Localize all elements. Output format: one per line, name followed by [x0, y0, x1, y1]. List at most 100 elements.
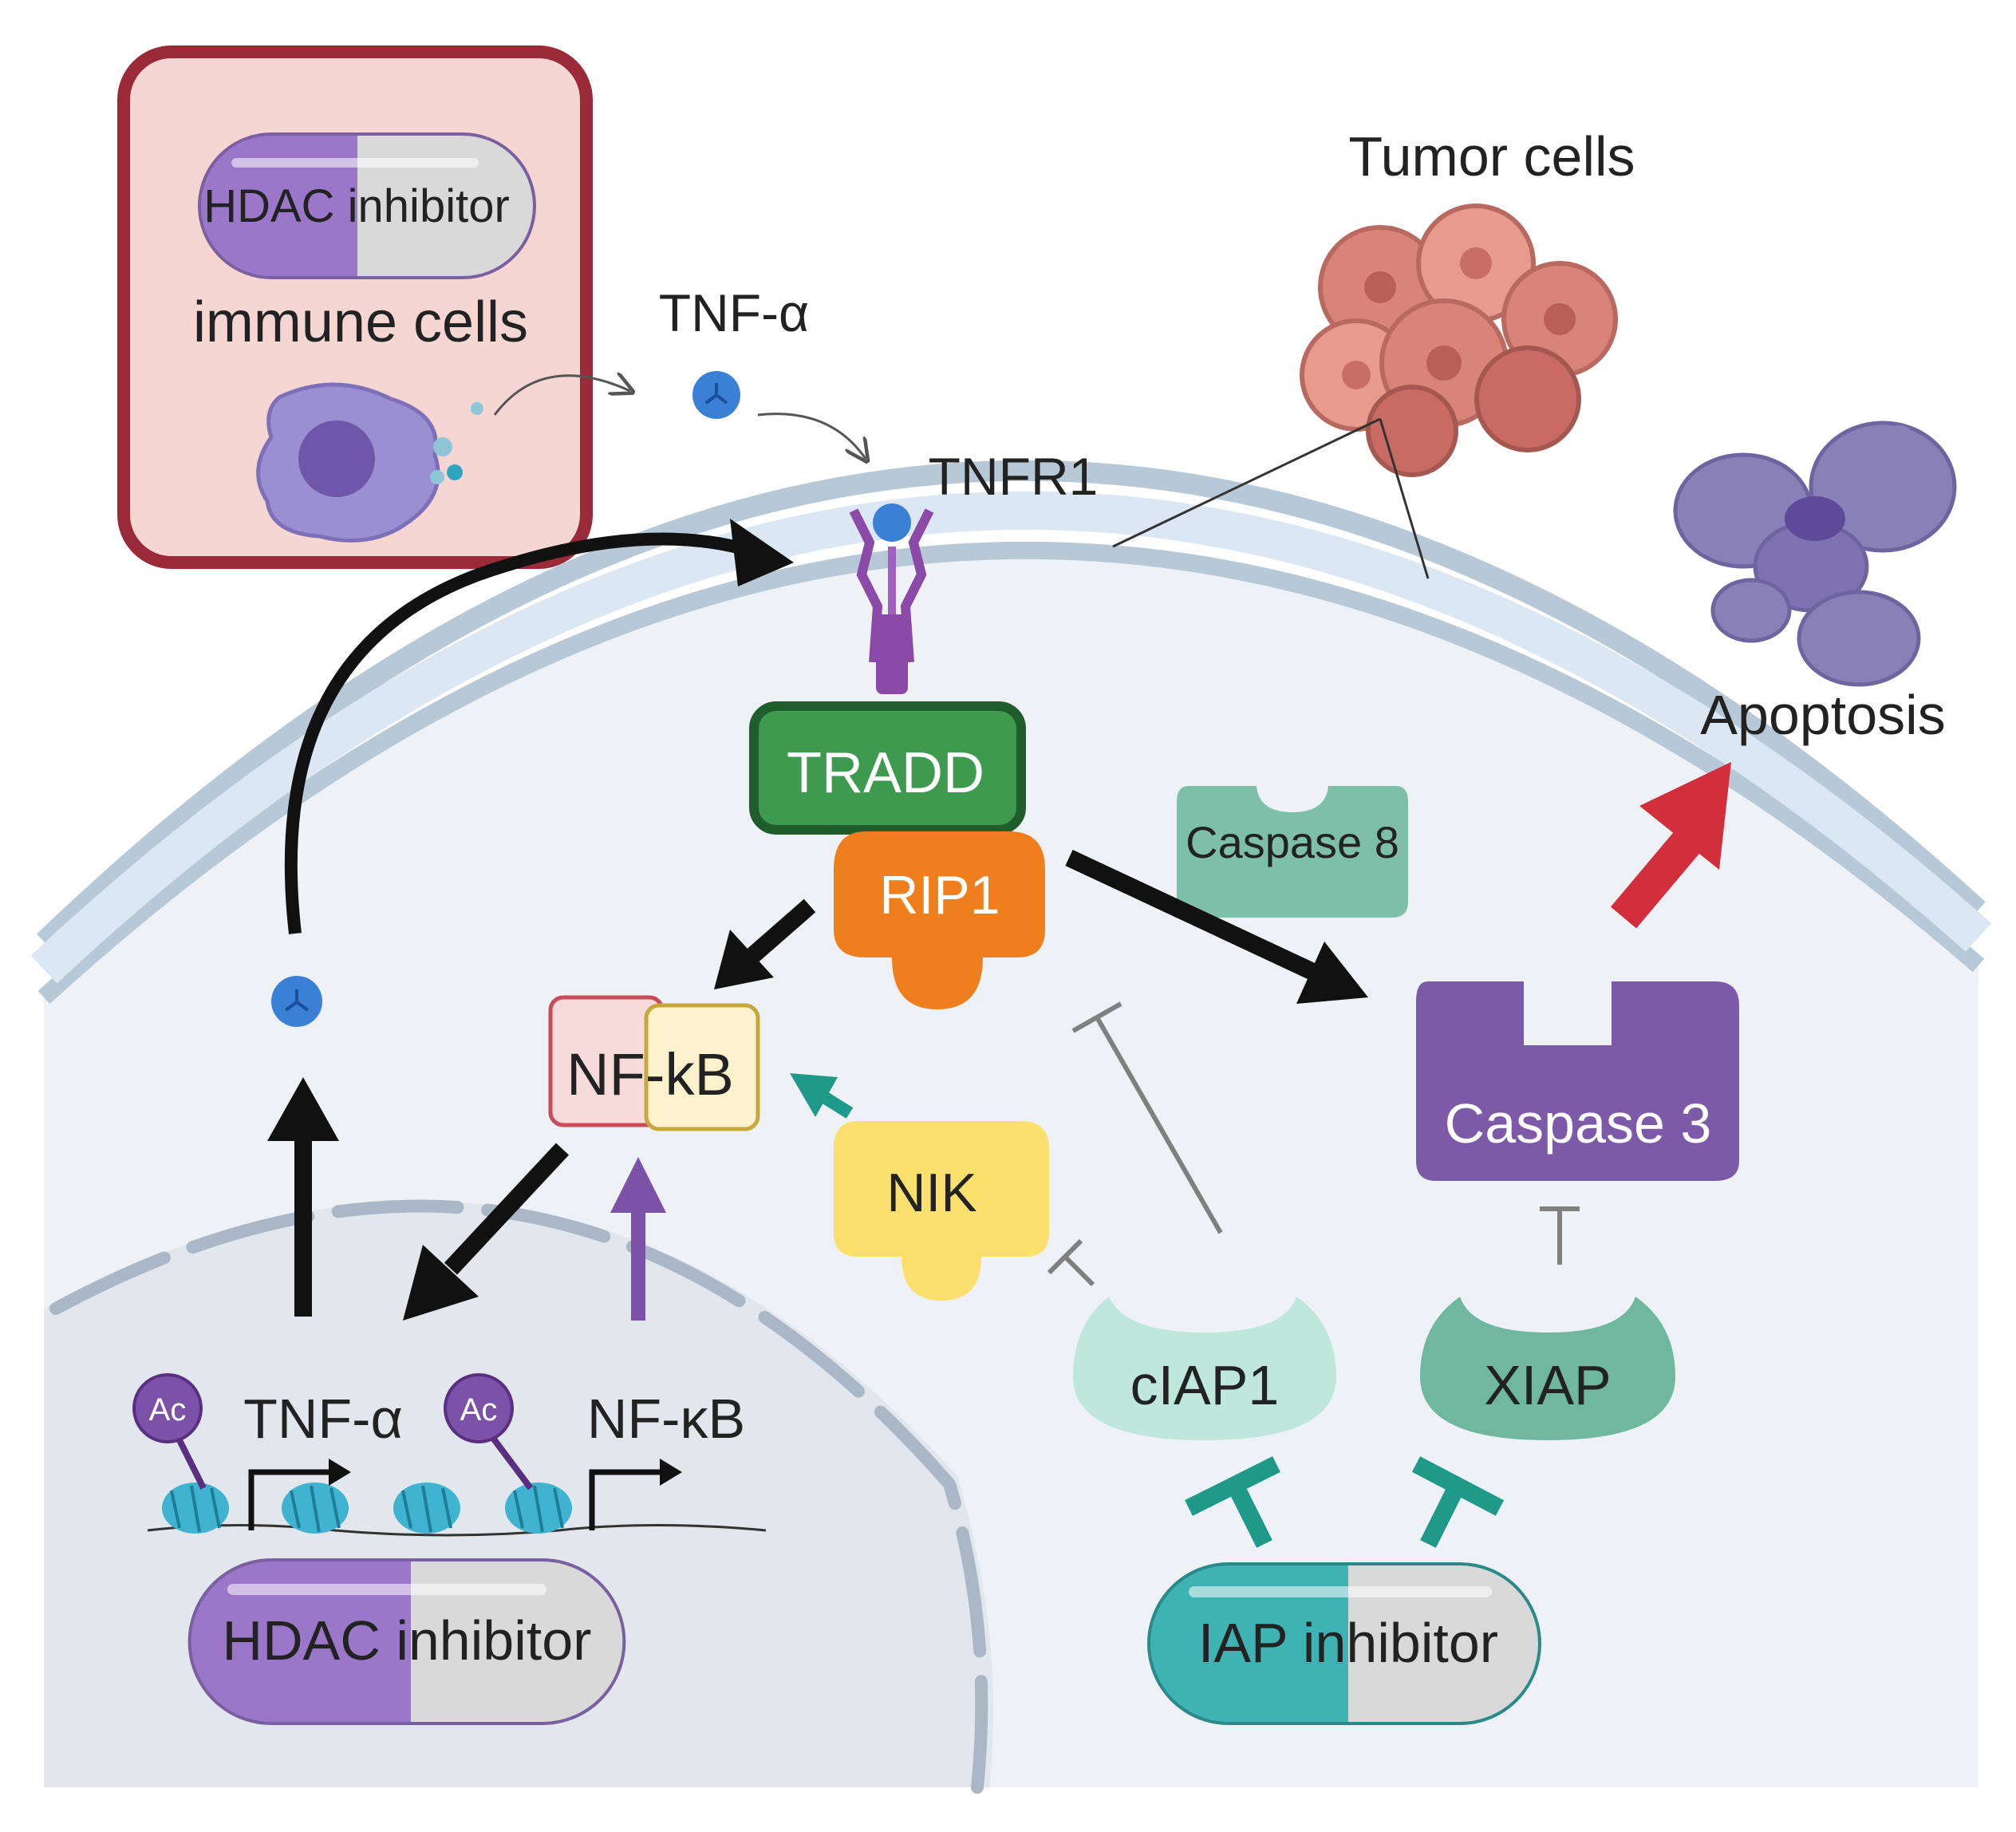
nfkb-to-genes-arrowhead [403, 1245, 479, 1321]
pill-outline [187, 1558, 626, 1725]
macrophage-icon [256, 382, 483, 543]
pill-right-half [411, 1560, 625, 1723]
iap-inhibits-xiap-line [1420, 1484, 1464, 1548]
nucleosome-1-wrap [170, 1485, 221, 1533]
nucleosome-2 [282, 1483, 349, 1534]
pill-right-half [1348, 1564, 1540, 1723]
secreted-granule-1 [433, 437, 452, 456]
tnf-to-receptor-arrow [757, 413, 866, 459]
cell-membrane-outer [36, 460, 1986, 950]
iap-inhibitor-label: IAP inhibitor [1198, 1612, 1498, 1674]
iap-inhibits-ciap1-bar [1185, 1456, 1280, 1516]
nucleosome-3-wrap [401, 1485, 452, 1533]
pill-shine [231, 158, 479, 168]
tnfr1-receptor-icon [849, 503, 934, 694]
apoptotic-body-7 [1918, 482, 1943, 507]
apoptosis-label: Apoptosis [1700, 684, 1945, 746]
pill-shine [1189, 1586, 1492, 1597]
caspase3-shape [1416, 981, 1739, 1181]
tumor-nucleus-5 [1342, 361, 1371, 389]
caspase3-to-apoptosis-arrow [1610, 831, 1701, 929]
hdac-inhibitor-label-bottom: HDAC inhibitor [223, 1609, 592, 1672]
promoter-nfkb-icon [589, 1469, 666, 1530]
tnf-alpha-ball-icon [692, 371, 740, 419]
tnf-gene-to-protein-arrowhead [267, 1077, 339, 1141]
tumor-nucleus-4 [1426, 345, 1462, 381]
nfkb-complex-label: NF-kB [566, 1041, 734, 1107]
rip1-to-caspase3-arrowhead [1296, 942, 1368, 1004]
tradd-box [749, 701, 1026, 835]
nik-shape [834, 1121, 1049, 1301]
acetyl-tag-2 [444, 1373, 514, 1443]
pill-left-half [1149, 1564, 1348, 1723]
nfkb-to-genes-arrow [444, 1143, 570, 1275]
acetyl-tag-1 [132, 1373, 203, 1443]
xiap-protein: XIAP [1420, 1297, 1675, 1440]
xiap-label: XIAP [1484, 1354, 1612, 1416]
apoptotic-body-5 [1710, 578, 1792, 643]
pill-outline [198, 132, 536, 279]
macrophage-nucleus [298, 420, 375, 497]
apoptotic-cell-icon [1673, 420, 1957, 687]
secretion-arrow [493, 376, 630, 416]
gene-nfkb-label: NF-κB [587, 1388, 745, 1450]
caspase8-shape [1177, 786, 1408, 918]
iap-inhibitor-pill: IAP inhibitor [1147, 1562, 1541, 1725]
bound-ligand [873, 503, 911, 542]
membrane-lumen [30, 491, 1991, 984]
promoter-nfkb-arrowhead [660, 1459, 682, 1486]
tumor-cells-icon [1300, 203, 1618, 477]
tradd-label: TRADD [787, 741, 984, 805]
chromatin: Ac Ac TNF-α NF-κB [132, 1373, 767, 1537]
dna-strand [147, 1524, 767, 1537]
nik-protein: NIK [834, 1121, 1049, 1301]
hdac-inhibitor-pill-bottom: HDAC inhibitor [187, 1558, 626, 1725]
gene-tnf-label: TNF-α [243, 1388, 403, 1450]
tnf-ball-detail [704, 383, 728, 405]
pill-right-half [357, 134, 535, 278]
rip1-to-nfkb-arrowhead [714, 930, 774, 989]
zoom-line-left [1112, 417, 1381, 548]
acetyl-tag-2-label: Ac [460, 1392, 498, 1427]
rip1-to-nfkb-arrow [740, 898, 816, 969]
caspase8-protein: Caspase 8 [1177, 786, 1408, 918]
ciap1-inhibits-nik-bar [1047, 1238, 1083, 1275]
tnfr1-label: TNFR1 [929, 447, 1099, 506]
promoter-tnf-icon [248, 1469, 335, 1530]
nucleosome-2-wrap [290, 1485, 341, 1533]
apoptotic-body-6 [1881, 425, 1916, 460]
ciap1-protein: cIAP1 [1073, 1297, 1336, 1440]
caspase3-label: Caspase 3 [1445, 1092, 1712, 1155]
rip1-shape [834, 831, 1045, 1009]
secreted-granule-3 [430, 470, 444, 484]
hdac-inhibitor-label-top: HDAC inhibitor [203, 180, 510, 232]
caspase8-label: Caspase 8 [1186, 817, 1399, 867]
rip1-label: RIP1 [879, 865, 1000, 926]
rip1-to-caspase3-arrow [1065, 850, 1320, 981]
caspase3-to-apoptosis-arrowhead [1639, 762, 1731, 870]
apoptotic-fragment [1785, 496, 1845, 541]
ciap1-inhibits-rip1-line [1095, 1016, 1223, 1234]
iap-inhibits-ciap1-line [1229, 1484, 1272, 1548]
tnf-cytoplasmic-detail [284, 989, 310, 1012]
nucleosome-1 [162, 1483, 229, 1534]
nfkb-subunit-right [644, 1003, 760, 1131]
nucleosome-4 [505, 1483, 572, 1534]
tumor-cells-label: Tumor cells [1348, 125, 1635, 188]
immune-cells-label: immune cells [193, 290, 528, 354]
tumor-cell-7 [1366, 385, 1458, 477]
nucleosome-4-wrap [513, 1485, 564, 1533]
cell-membrane-inner [37, 541, 1985, 1005]
pill-left-half [199, 134, 357, 278]
nfkb-complex: NF-kB [548, 995, 760, 1131]
tumor-nucleus-1 [1364, 271, 1396, 303]
ciap1-shape [1073, 1297, 1336, 1440]
ciap1-inhibits-rip1-bar [1071, 1001, 1122, 1033]
secreted-granule-2 [447, 464, 463, 480]
ciap1-label: cIAP1 [1130, 1354, 1280, 1416]
secreted-granule-4 [471, 402, 483, 415]
zoom-line-right [1379, 418, 1430, 579]
promoter-tnf-arrowhead [329, 1459, 351, 1486]
